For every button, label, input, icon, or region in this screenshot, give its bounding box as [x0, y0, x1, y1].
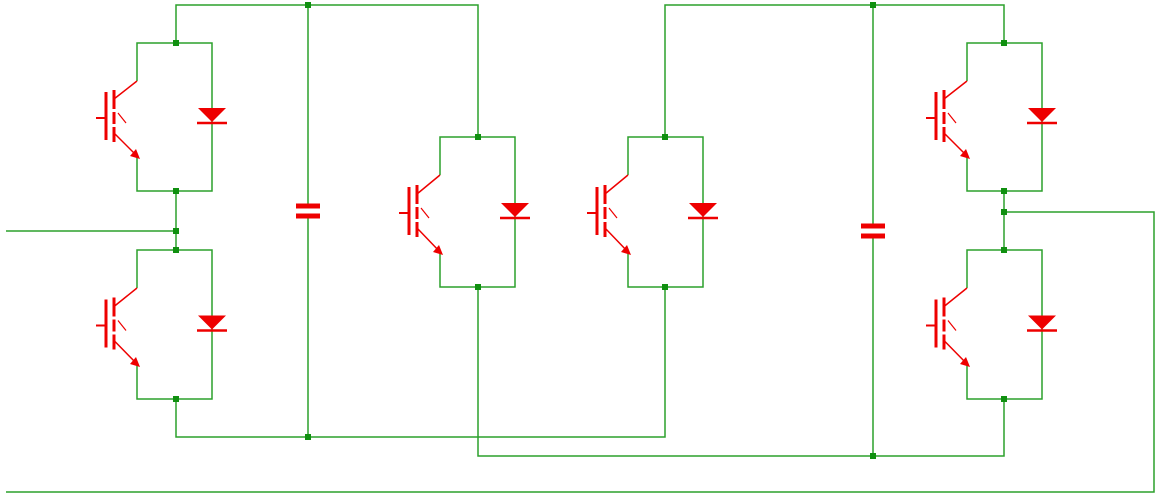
diode-icon — [1028, 108, 1056, 122]
diode-icon — [1028, 315, 1056, 330]
emitter-arrow-icon — [621, 245, 631, 255]
cell-Q1-loop — [136, 42, 213, 192]
cell-Q2 — [96, 287, 227, 367]
collector-lead — [604, 174, 629, 195]
tick-mark — [420, 207, 430, 219]
cell-Q1 — [96, 80, 227, 159]
tick-mark — [608, 207, 618, 219]
junction-dot — [475, 134, 481, 140]
diode-icon — [198, 315, 226, 330]
cell-Q2-loop — [136, 249, 213, 400]
cell-Q5-loop — [966, 42, 1043, 192]
junction-dot — [662, 134, 668, 140]
tick-mark — [117, 112, 127, 124]
junction-dot — [1001, 188, 1007, 194]
wire-bottom-bus-right — [477, 287, 1005, 457]
tick-mark — [947, 112, 957, 124]
collector-lead — [113, 80, 138, 100]
emitter-arrow-icon — [433, 245, 443, 255]
components — [96, 80, 1057, 367]
junctions — [173, 2, 1007, 459]
capacitor-C1 — [296, 203, 320, 219]
wire-top-bus-right — [664, 4, 1005, 137]
junction-dot — [1001, 40, 1007, 46]
collector-lead — [113, 287, 138, 308]
capacitor-C2 — [861, 223, 885, 239]
cell-Q3 — [399, 174, 530, 255]
tick-mark — [947, 320, 957, 331]
junction-dot — [173, 228, 179, 234]
cell-Q4 — [587, 174, 718, 255]
junction-dot — [1001, 247, 1007, 253]
emitter-arrow-icon — [130, 149, 140, 159]
junction-dot — [173, 396, 179, 402]
collector-lead — [943, 80, 968, 100]
wires — [6, 4, 1155, 493]
emitter-arrow-icon — [130, 357, 140, 367]
emitter-arrow-icon — [960, 149, 970, 159]
tick-mark — [117, 320, 127, 331]
diode-icon — [501, 203, 529, 217]
cell-Q3-loop — [439, 136, 516, 288]
collector-lead — [943, 287, 968, 308]
junction-dot — [173, 40, 179, 46]
junction-dot — [870, 453, 876, 459]
junction-dot — [662, 284, 668, 290]
diode-icon — [198, 108, 226, 122]
cell-Q6-loop — [966, 249, 1043, 400]
junction-dot — [173, 188, 179, 194]
wire-output-loop — [6, 211, 1155, 493]
wire-bottom-bus-left — [175, 287, 666, 438]
junction-dot — [1001, 209, 1007, 215]
cell-Q6 — [926, 287, 1057, 367]
diode-icon — [689, 203, 717, 217]
emitter-arrow-icon — [960, 357, 970, 367]
junction-dot — [1001, 396, 1007, 402]
cell-Q4-loop — [627, 136, 704, 288]
collector-lead — [416, 174, 441, 195]
cell-Q5 — [926, 80, 1057, 159]
junction-dot — [305, 2, 311, 8]
junction-dot — [870, 2, 876, 8]
junction-dot — [305, 434, 311, 440]
wire-top-bus-left — [175, 4, 479, 137]
junction-dot — [173, 247, 179, 253]
junction-dot — [475, 284, 481, 290]
